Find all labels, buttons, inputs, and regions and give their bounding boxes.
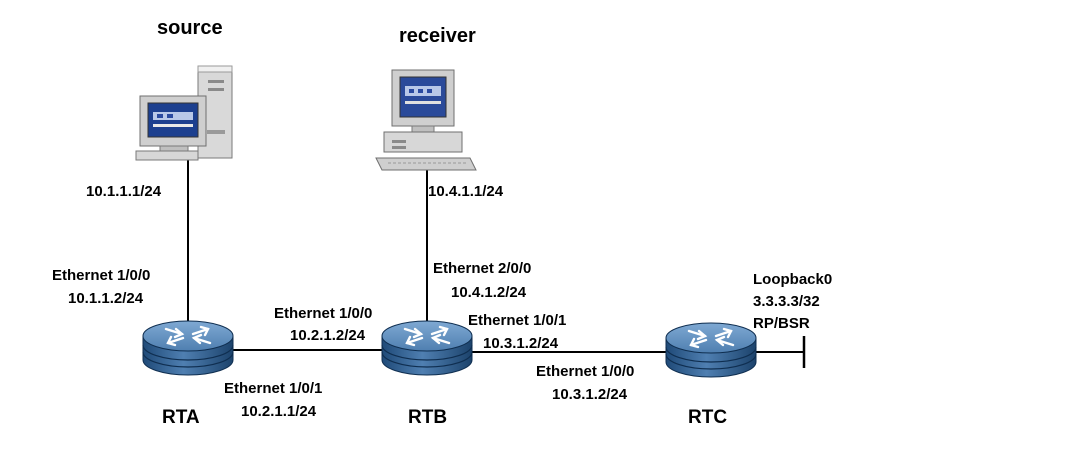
rtb-e101-name: Ethernet 1/0/1 xyxy=(468,312,566,329)
receiver-ip: 10.4.1.1/24 xyxy=(428,183,504,200)
loopback-ip: 3.3.3.3/32 xyxy=(753,293,820,310)
rta-e100-name: Ethernet 1/0/0 xyxy=(52,267,150,284)
rtb-e200-name: Ethernet 2/0/0 xyxy=(433,260,531,277)
rtc-e100-name: Ethernet 1/0/0 xyxy=(536,363,634,380)
source-pc-icon xyxy=(135,65,233,161)
rta-e100-ip: 10.1.1.2/24 xyxy=(68,290,144,307)
loopback-name: Loopback0 xyxy=(753,271,832,288)
router-rtb-icon[interactable] xyxy=(380,319,474,377)
receiver-title: receiver xyxy=(399,25,476,47)
rta-e101-ip: 10.2.1.1/24 xyxy=(241,403,317,420)
rtb-e100-ip: 10.2.1.2/24 xyxy=(290,327,366,344)
receiver-pc-icon xyxy=(375,69,477,171)
loopback-role: RP/BSR xyxy=(753,315,810,332)
source-title: source xyxy=(157,17,223,39)
rtb-e200-ip: 10.4.1.2/24 xyxy=(451,284,527,301)
source-ip: 10.1.1.1/24 xyxy=(86,183,162,200)
router-rtc-label: RTC xyxy=(688,407,727,428)
router-rtc-icon[interactable] xyxy=(664,321,758,379)
rta-e101-name: Ethernet 1/0/1 xyxy=(224,380,322,397)
router-rta-icon[interactable] xyxy=(141,319,235,377)
router-rtb-label: RTB xyxy=(408,407,447,428)
rtb-e101-ip: 10.3.1.2/24 xyxy=(483,335,559,352)
rtc-e100-ip: 10.3.1.2/24 xyxy=(552,386,628,403)
router-rta-label: RTA xyxy=(162,407,200,428)
rtb-e100-name: Ethernet 1/0/0 xyxy=(274,305,372,322)
